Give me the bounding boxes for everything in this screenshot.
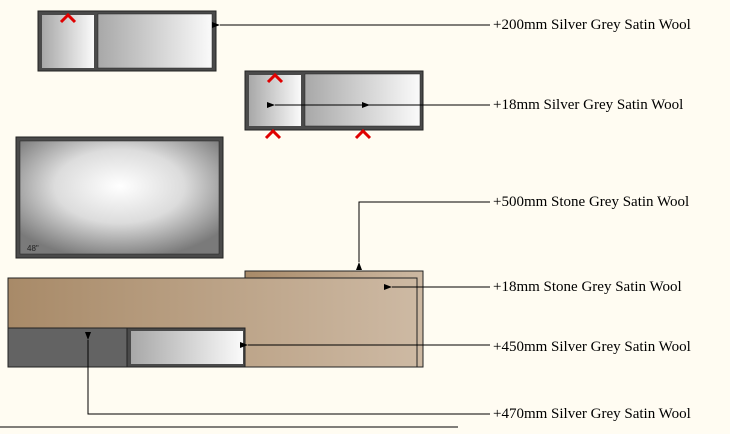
callout-label: +200mm Silver Grey Satin Wool	[493, 17, 691, 33]
marker-icon	[266, 72, 284, 84]
callout-label: +18mm Silver Grey Satin Wool	[493, 97, 684, 113]
wall-cabinet-top	[37, 10, 217, 72]
marker-icon	[354, 128, 372, 140]
leader-lines	[0, 22, 490, 428]
callout-label: +450mm Silver Grey Satin Wool	[493, 339, 691, 355]
marker-icon	[59, 12, 77, 24]
wall-cabinet-middle	[244, 70, 424, 140]
marker-icon	[264, 128, 282, 140]
media-unit	[7, 270, 424, 368]
tv	[15, 136, 224, 259]
callout-label: +500mm Stone Grey Satin Wool	[493, 194, 690, 210]
callout-label: +18mm Stone Grey Satin Wool	[493, 279, 682, 295]
tv-size-label: 48"	[27, 244, 39, 253]
callout-label: +470mm Silver Grey Satin Wool	[493, 406, 691, 422]
